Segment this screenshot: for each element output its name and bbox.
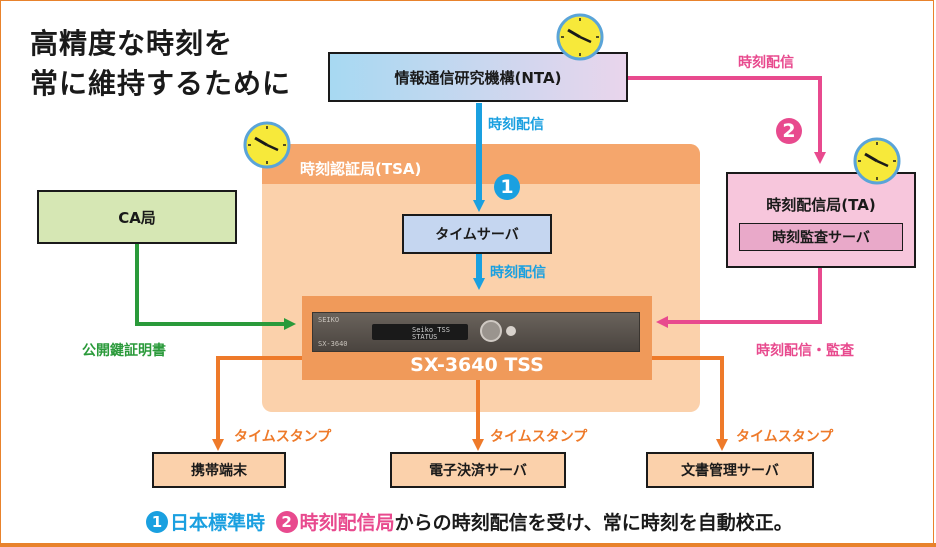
mobile-box: 携帯端末: [152, 452, 286, 488]
clock-icon: [243, 121, 291, 169]
device-name: SX-3640 TSS: [410, 354, 544, 376]
label-stamp-center: タイムスタンプ: [490, 429, 588, 445]
mobile-label: 携帯端末: [191, 463, 247, 479]
arrow-nta-to-ta: [628, 76, 826, 164]
title-line-2: 常に維持するために: [30, 67, 292, 100]
audit-server-box: 時刻監査サーバ: [739, 223, 903, 251]
device-front: [312, 312, 640, 352]
time-server-label: タイムサーバ: [435, 227, 519, 243]
footer-part-2: 時刻配信局: [299, 512, 395, 534]
clock-icon: [556, 13, 604, 61]
arrow-ca-to-device: [135, 244, 296, 330]
device-display: [372, 324, 468, 340]
label-ca-to-device: 公開鍵証明書: [82, 343, 166, 359]
device-brand: SEIKO: [318, 316, 340, 324]
arrow-ta-to-device: [656, 268, 822, 328]
tsa-label: 時刻認証局(TSA): [300, 160, 422, 178]
footer-badge-one: 1: [146, 511, 168, 533]
device-display-line-1: Seiko TSS: [412, 326, 450, 334]
nta-label: 情報通信研究機構(NTA): [394, 68, 562, 87]
footer-part-3: からの時刻配信を受け、常に時刻を自動校正。: [394, 512, 793, 534]
audit-server-label: 時刻監査サーバ: [772, 230, 870, 246]
payment-box: 電子決済サーバ: [390, 452, 566, 488]
docmgmt-box: 文書管理サーバ: [646, 452, 814, 488]
docmgmt-label: 文書管理サーバ: [681, 463, 779, 479]
badge-one: 1: [494, 174, 520, 200]
ta-box: 時刻配信局(TA) 時刻監査サーバ: [726, 172, 916, 268]
label-server-to-device: 時刻配信: [490, 265, 546, 281]
label-stamp-left: タイムスタンプ: [234, 429, 332, 445]
bottom-rule: [0, 543, 936, 547]
label-ta-to-device: 時刻配信・監査: [756, 343, 854, 359]
footer-part-1: 日本標準時: [170, 512, 266, 534]
ta-label: 時刻配信局(TA): [766, 196, 876, 214]
device-model-small: SX-3640: [318, 340, 348, 348]
arrow-device-to-mobile: [212, 356, 302, 451]
title-line-1: 高精度な時刻を: [30, 27, 234, 60]
label-nta-to-ta: 時刻配信: [738, 55, 794, 71]
device-button: [506, 326, 516, 336]
time-server-box: タイムサーバ: [402, 214, 552, 254]
device-knob: [480, 320, 502, 342]
label-stamp-right: タイムスタンプ: [736, 429, 834, 445]
ca-label: CA局: [118, 208, 156, 227]
footer-badge-two: 2: [275, 511, 298, 533]
payment-label: 電子決済サーバ: [429, 463, 527, 479]
arrow-device-to-docmgmt: [652, 356, 728, 451]
ca-box: CA局: [37, 190, 237, 244]
badge-two: 2: [776, 118, 802, 144]
clock-icon: [853, 137, 901, 185]
device-display-line-2: STATUS: [412, 333, 438, 341]
label-nta-to-tsa: 時刻配信: [488, 117, 544, 133]
